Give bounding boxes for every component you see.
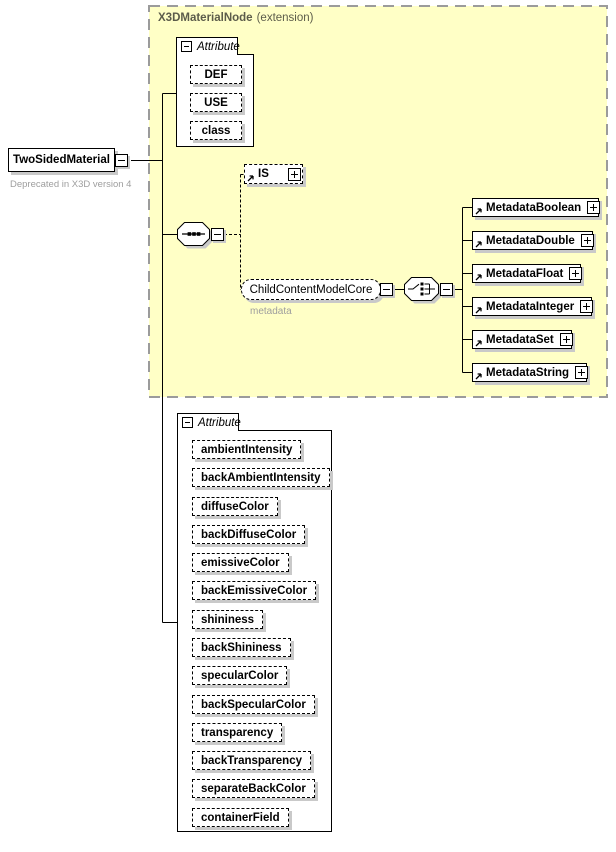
reference-arrow-icon: [475, 241, 482, 248]
attribute-label: ambientIntensity: [201, 443, 293, 456]
element-is[interactable]: IS: [244, 164, 303, 184]
element-metadatafloat-label: MetadataFloat: [486, 267, 564, 280]
element-metadatainteger-label: MetadataInteger: [486, 300, 575, 313]
attribute-specularcolor[interactable]: specularColor: [192, 666, 288, 685]
attribute-emissivecolor[interactable]: emissiveColor: [192, 553, 289, 572]
attribute-label: separateBackColor: [201, 782, 306, 795]
group-childcontentmodelcore[interactable]: ChildContentModelCore: [241, 279, 393, 300]
element-metadatadouble[interactable]: MetadataDouble: [472, 231, 594, 250]
attribute-label: backShininess: [201, 641, 282, 654]
attribute-label: backSpecularColor: [201, 698, 306, 711]
expand-icon[interactable]: [587, 201, 601, 214]
attribute-backspecularcolor[interactable]: backSpecularColor: [192, 695, 315, 714]
attribute-label: specularColor: [201, 669, 279, 682]
element-metadataboolean-label: MetadataBoolean: [486, 201, 582, 214]
attribute-diffusecolor[interactable]: diffuseColor: [192, 497, 278, 516]
element-metadataboolean[interactable]: MetadataBoolean: [472, 198, 601, 217]
attribute-backshininess[interactable]: backShininess: [192, 638, 291, 657]
attribute-label: backAmbientIntensity: [201, 471, 321, 484]
reference-arrow-icon: [475, 373, 482, 380]
attribute-label: diffuseColor: [201, 500, 269, 513]
expand-icon[interactable]: [575, 366, 589, 379]
element-metadatainteger[interactable]: MetadataInteger: [472, 297, 594, 316]
attribute-ambientintensity[interactable]: ambientIntensity: [192, 440, 302, 459]
expand-icon[interactable]: [580, 234, 594, 247]
element-twosidedmaterial-label: TwoSidedMaterial: [13, 154, 110, 166]
element-metadatastring-label: MetadataString: [486, 366, 570, 379]
element-metadataset[interactable]: MetadataSet: [472, 330, 573, 349]
attribute-label: emissiveColor: [201, 556, 280, 569]
collapse-icon[interactable]: [181, 41, 192, 52]
choice-compositor-icon[interactable]: [404, 277, 442, 304]
element-metadataset-label: MetadataSet: [486, 333, 554, 346]
attribute-use[interactable]: USE: [190, 93, 242, 112]
attribute-separatebackcolor[interactable]: separateBackColor: [192, 779, 315, 798]
reference-arrow-icon: [475, 340, 482, 347]
own-attribute-group-tab[interactable]: Attribute: [177, 413, 241, 431]
deprecation-note: Deprecated in X3D version 4: [10, 179, 132, 190]
element-twosidedmaterial[interactable]: TwoSidedMaterial: [8, 148, 128, 172]
collapse-icon[interactable]: [440, 283, 453, 296]
attribute-use-label: USE: [204, 96, 228, 109]
attribute-label: backDiffuseColor: [201, 528, 297, 541]
attribute-label: transparency: [201, 726, 274, 739]
attribute-containerfield[interactable]: containerField: [192, 808, 289, 827]
sequence-compositor-icon[interactable]: [177, 222, 213, 249]
reference-arrow-icon: [475, 208, 482, 215]
reference-arrow-icon: [475, 307, 482, 314]
attribute-label: containerField: [201, 811, 280, 824]
attribute-backtransparency[interactable]: backTransparency: [192, 751, 312, 770]
element-metadatadouble-label: MetadataDouble: [486, 234, 575, 247]
attribute-backemissivecolor[interactable]: backEmissiveColor: [192, 581, 317, 600]
attribute-backdiffusecolor[interactable]: backDiffuseColor: [192, 525, 306, 544]
extension-base-type: X3DMaterialNode: [158, 12, 253, 24]
attribute-transparency[interactable]: transparency: [192, 723, 283, 742]
expand-icon[interactable]: [580, 300, 594, 313]
attribute-def[interactable]: DEF: [190, 65, 242, 84]
collapse-icon[interactable]: [182, 417, 193, 428]
collapse-icon[interactable]: [380, 283, 393, 296]
own-attribute-group-label: Attribute: [198, 416, 241, 429]
base-attribute-group-label: Attribute: [197, 40, 240, 53]
attribute-shininess[interactable]: shininess: [192, 610, 264, 629]
reference-arrow-icon: [247, 175, 254, 182]
collapse-icon[interactable]: [115, 153, 128, 167]
attribute-label: backTransparency: [201, 754, 303, 767]
element-metadatastring[interactable]: MetadataString: [472, 363, 589, 382]
expand-icon[interactable]: [569, 267, 583, 280]
expand-icon[interactable]: [288, 167, 301, 181]
attribute-def-label: DEF: [204, 68, 228, 81]
extension-label: X3DMaterialNode(extension): [158, 12, 313, 24]
element-metadatafloat[interactable]: MetadataFloat: [472, 264, 583, 283]
attribute-label: shininess: [201, 613, 255, 626]
own-attribute-group-body: [177, 430, 332, 832]
element-is-label: IS: [258, 168, 269, 180]
attribute-label: backEmissiveColor: [201, 584, 308, 597]
base-attribute-group-tab[interactable]: Attribute: [176, 37, 240, 55]
group-childcontentmodelcore-label: ChildContentModelCore: [249, 283, 373, 296]
extension-kind: (extension): [256, 12, 314, 24]
attribute-class[interactable]: class: [190, 121, 242, 140]
collapse-icon[interactable]: [211, 228, 224, 241]
attribute-class-label: class: [201, 124, 231, 137]
reference-arrow-icon: [475, 274, 482, 281]
metadata-annotation: metadata: [250, 306, 292, 317]
expand-icon[interactable]: [559, 333, 573, 346]
attribute-backambientintensity[interactable]: backAmbientIntensity: [192, 468, 330, 487]
